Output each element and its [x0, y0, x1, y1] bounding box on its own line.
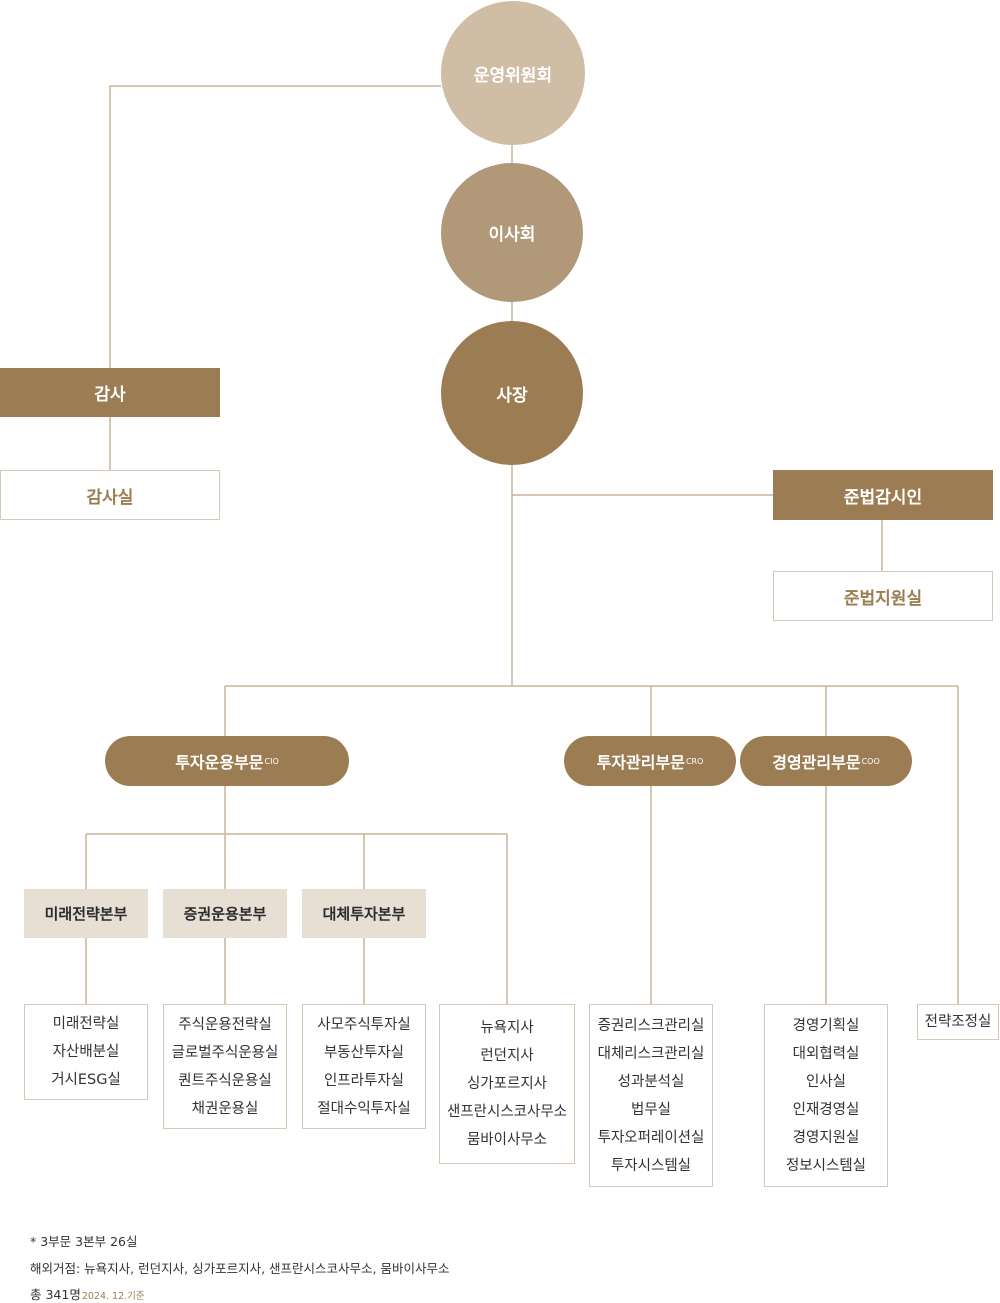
list-item: 투자시스템실: [610, 1157, 692, 1174]
list-item: 전략조정실: [924, 1014, 992, 1030]
compliance-officer-node: 준법감시인: [773, 470, 993, 520]
team-list-management: 경영기획실 대외협력실 인사실 인재경영실 경영지원실 정보시스템실: [764, 1004, 888, 1187]
list-item: 증권리스크관리실: [597, 1017, 705, 1034]
list-item: 퀀트주식운용실: [178, 1072, 272, 1089]
list-item: 인프라투자실: [323, 1072, 405, 1089]
hq-securities: 증권운용본부: [163, 889, 287, 938]
division-cio-label: 투자운용부문: [175, 753, 264, 772]
division-cro-suffix: CRO: [685, 756, 704, 766]
footnote-summary: * 3부문 3본부 26실: [30, 1234, 138, 1249]
audit-node: 감사: [0, 368, 220, 417]
committee-node: 운영위원회: [441, 1, 585, 145]
footnote-total: 총 341명2024. 12.기준: [30, 1284, 145, 1303]
division-cro-label: 투자관리부문: [596, 753, 685, 772]
list-item: 인사실: [805, 1073, 847, 1090]
hq-future-strategy: 미래전략본부: [24, 889, 148, 938]
list-item: 정보시스템실: [785, 1157, 867, 1174]
board-node: 이사회: [441, 163, 583, 302]
list-item: 성과분석실: [617, 1073, 685, 1090]
list-item: 경영기획실: [792, 1017, 860, 1034]
team-list-alternative: 사모주식투자실 부동산투자실 인프라투자실 절대수익투자실: [302, 1004, 426, 1129]
division-cio-suffix: CIO: [264, 756, 279, 766]
team-list-future: 미래전략실 자산배분실 거시ESG실: [24, 1004, 148, 1100]
list-item: 거시ESG실: [51, 1072, 121, 1088]
audit-office: 감사실: [0, 470, 220, 520]
reference-date: 2024. 12.기준: [81, 1291, 145, 1302]
list-item: 대체리스크관리실: [597, 1045, 705, 1062]
list-item: 미래전략실: [52, 1016, 120, 1032]
list-item: 부동산투자실: [323, 1044, 405, 1061]
ceo-node: 사장: [441, 321, 583, 465]
list-item: 인재경영실: [792, 1101, 860, 1118]
compliance-office: 준법지원실: [773, 571, 993, 621]
list-item: 대외협력실: [792, 1045, 860, 1062]
list-item: 런던지사: [480, 1048, 534, 1064]
hq-alternative: 대체투자본부: [302, 889, 426, 938]
list-item: 뉴욕지사: [480, 1020, 534, 1036]
list-item: 법무실: [630, 1101, 672, 1118]
team-list-overseas: 뉴욕지사 런던지사 싱가포르지사 샌프란시스코사무소 뭄바이사무소: [439, 1004, 575, 1164]
list-item: 투자오퍼레이션실: [597, 1129, 705, 1146]
list-item: 글로벌주식운용실: [171, 1044, 279, 1061]
footnote-overseas: 해외거점: 뉴욕지사, 런던지사, 싱가포르지사, 샌프란시스코사무소, 뭄바이…: [30, 1261, 450, 1276]
team-list-securities: 주식운용전략실 글로벌주식운용실 퀀트주식운용실 채권운용실: [163, 1004, 287, 1129]
team-list-risk: 증권리스크관리실 대체리스크관리실 성과분석실 법무실 투자오퍼레이션실 투자시…: [589, 1004, 713, 1187]
list-item: 주식운용전략실: [178, 1016, 272, 1033]
list-item: 샌프란시스코사무소: [446, 1104, 568, 1120]
list-item: 뭄바이사무소: [466, 1132, 548, 1148]
division-coo-suffix: COO: [861, 756, 880, 766]
list-item: 사모주식투자실: [317, 1016, 411, 1033]
list-item: 경영지원실: [792, 1129, 860, 1146]
team-list-strategy: 전략조정실: [917, 1004, 999, 1040]
list-item: 채권운용실: [191, 1100, 259, 1117]
list-item: 싱가포르지사: [466, 1076, 548, 1092]
division-coo-label: 경영관리부문: [772, 753, 861, 772]
list-item: 절대수익투자실: [317, 1100, 411, 1117]
total-staff: 총 341명: [30, 1287, 81, 1302]
list-item: 자산배분실: [52, 1044, 120, 1060]
